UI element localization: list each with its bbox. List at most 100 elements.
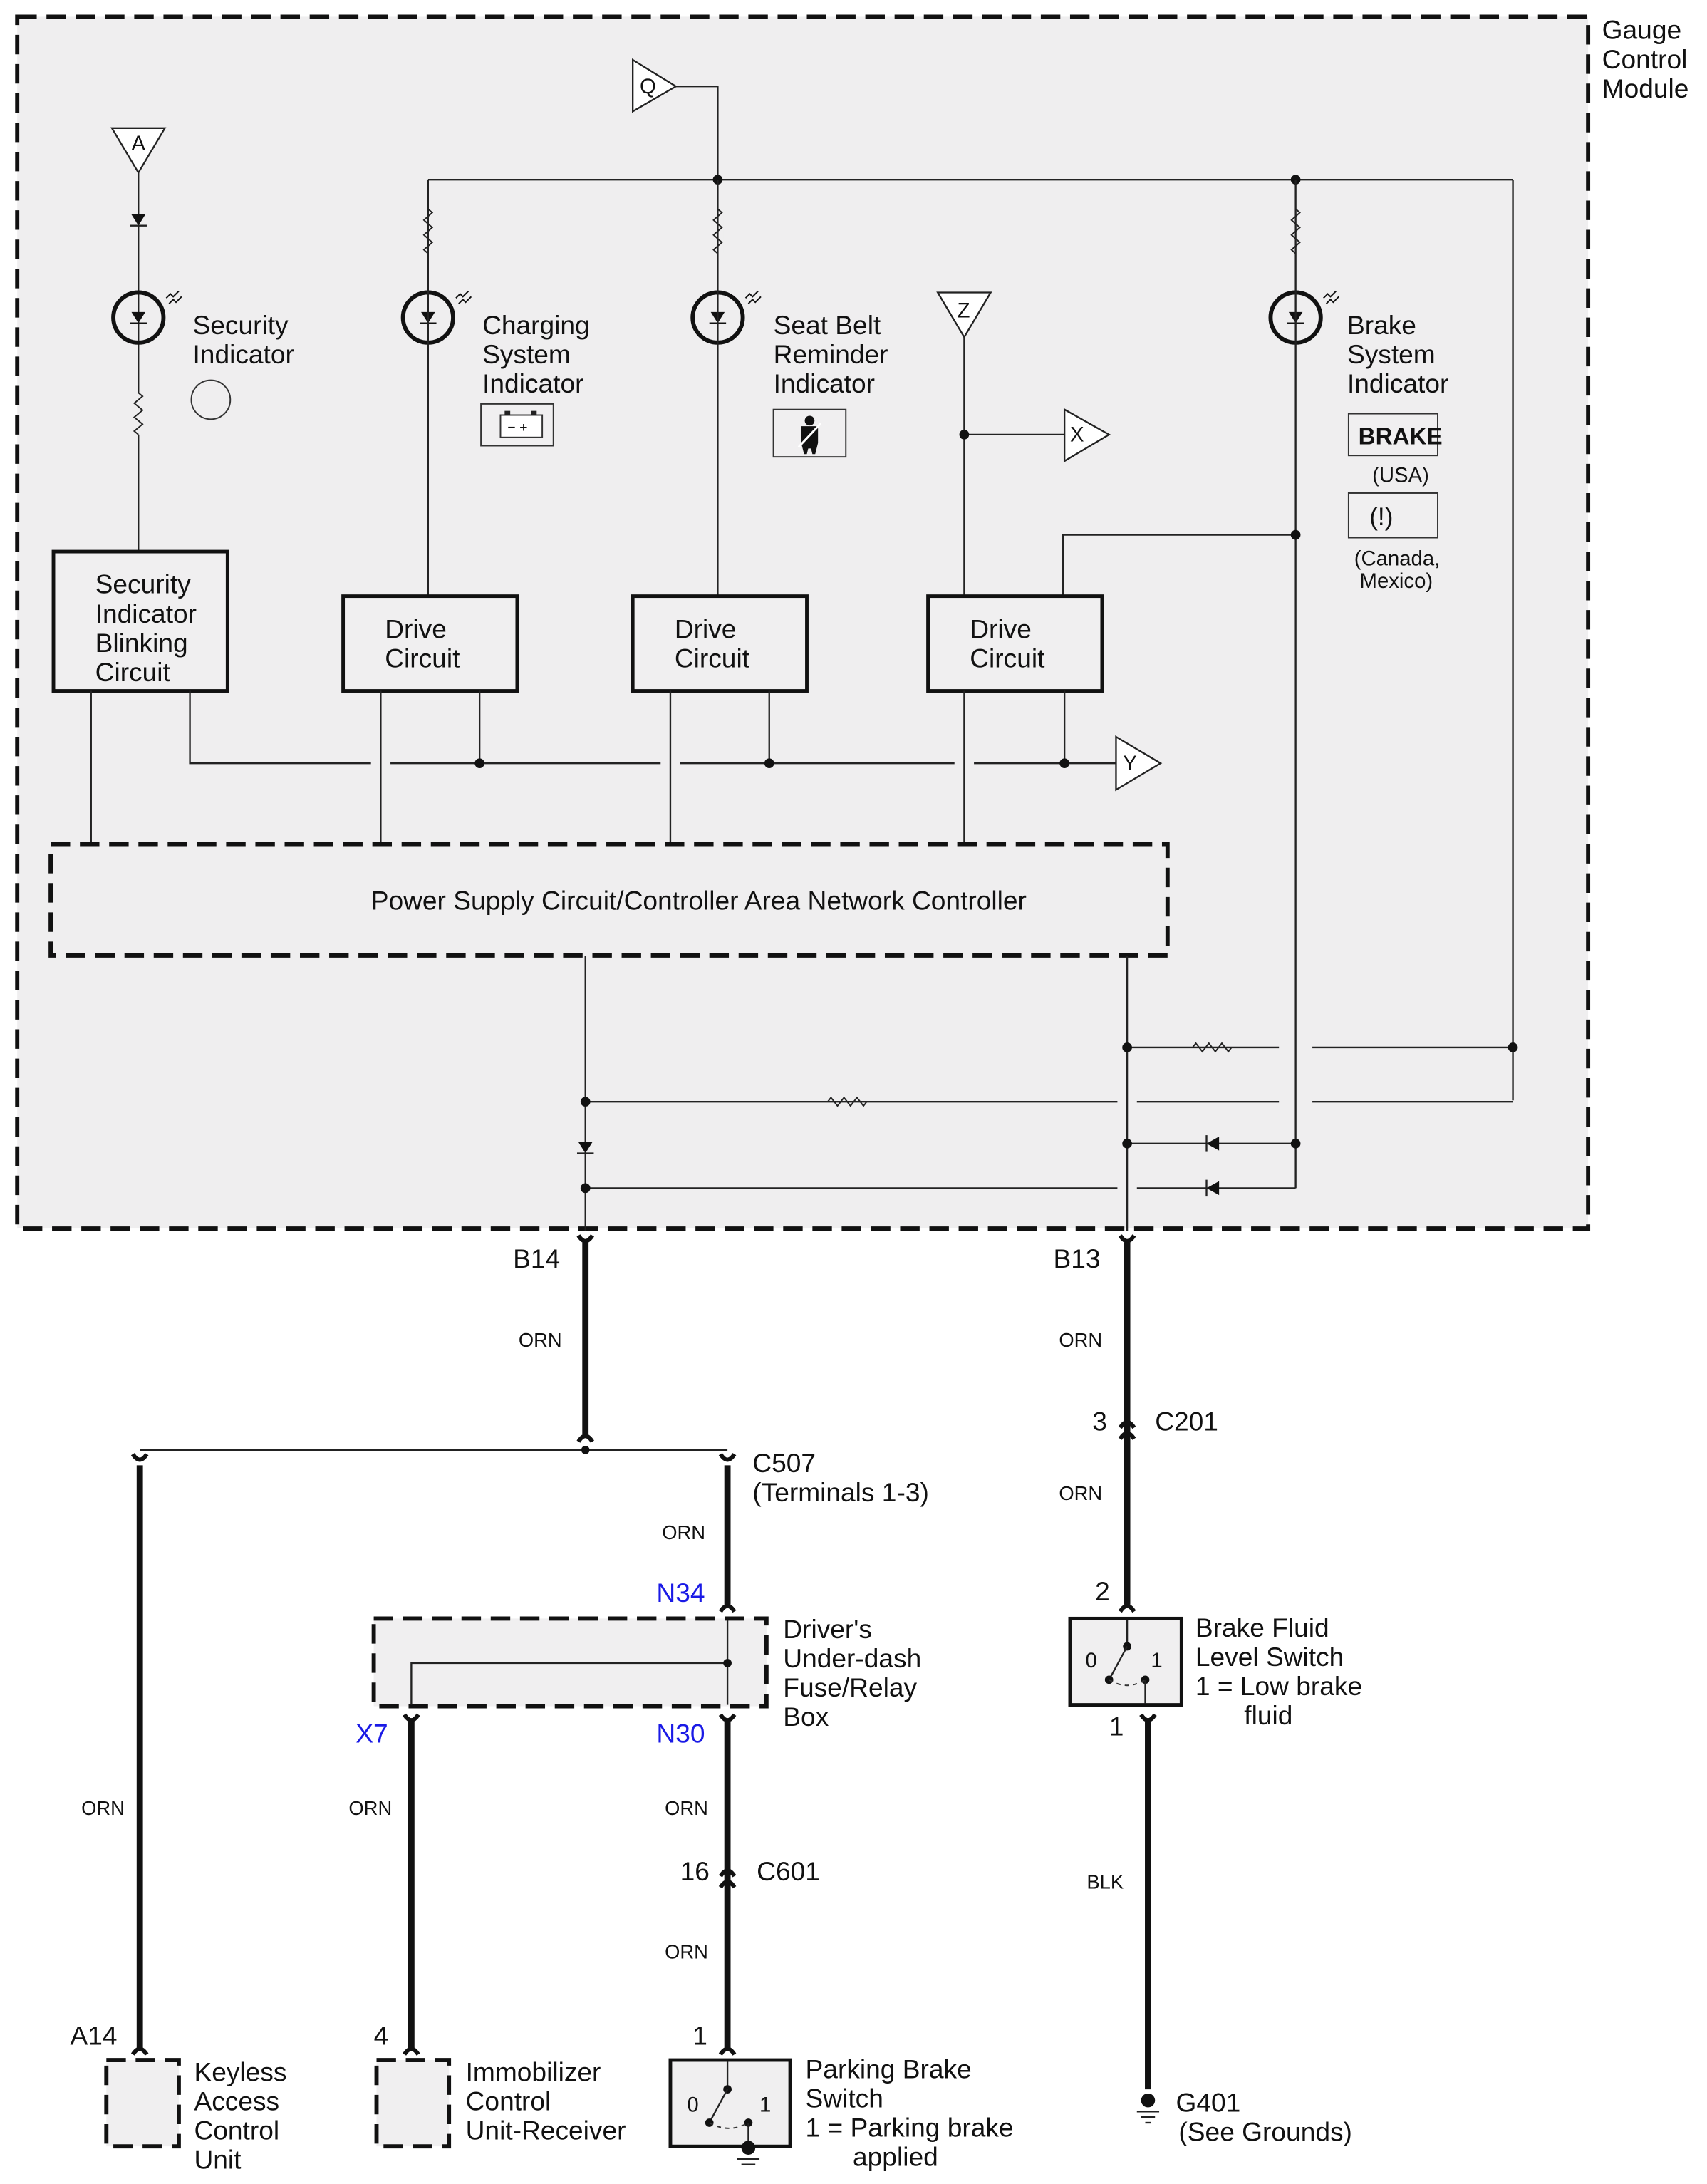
svg-text:Parking Brake: Parking Brake	[806, 2054, 972, 2084]
terminal-n30: N30	[656, 1718, 705, 1748]
c601-pin: 16	[680, 1856, 710, 1886]
parking-brake-switch[interactable]: 0 1	[668, 2058, 792, 2165]
connector-terminal-icon	[718, 1453, 737, 1462]
connector-terminal-icon	[576, 1434, 594, 1443]
module-title-line-2: Control	[1602, 44, 1688, 74]
keyless-access-control-unit[interactable]	[104, 2058, 181, 2149]
security-indicator-label-1: Security	[192, 310, 289, 340]
svg-text:0: 0	[1085, 1649, 1096, 1672]
svg-text:Drive: Drive	[675, 614, 737, 643]
power-supply-can-controller: Power Supply Circuit/Controller Area Net…	[48, 842, 1170, 958]
svg-text:0: 0	[687, 2093, 698, 2116]
wire-color-c201: ORN	[1059, 1482, 1102, 1504]
ground-g401: G401	[1176, 2087, 1241, 2117]
connector-terminal-icon	[130, 1453, 149, 1462]
wire-color-b13: ORN	[1059, 1329, 1102, 1351]
ground-note: (See Grounds)	[1178, 2116, 1352, 2146]
drive-circuit-charging: Drive Circuit	[341, 594, 519, 693]
diode-icon	[1206, 1181, 1220, 1196]
svg-text:Circuit: Circuit	[970, 643, 1045, 673]
diode-icon	[578, 1142, 593, 1154]
fuse-box-label-2: Under-dash	[783, 1643, 921, 1673]
wire-color-n30-c601: ORN	[665, 1797, 708, 1819]
wire-color-keyless: ORN	[81, 1797, 125, 1819]
module-title-line-3: Module	[1602, 73, 1689, 103]
terminal-a14: A14	[70, 2021, 117, 2051]
wire-color-ground: BLK	[1086, 1871, 1124, 1893]
brake-usa-text: BRAKE	[1359, 424, 1443, 450]
module-title-line-1: Gauge	[1602, 15, 1681, 45]
connector-terminal-icon	[718, 1603, 737, 1613]
battery-icon: − +	[480, 403, 554, 447]
svg-text:Unit-Receiver: Unit-Receiver	[466, 2115, 626, 2145]
charging-indicator-label-3: Indicator	[482, 368, 583, 398]
brake-usa-icon: BRAKE	[1347, 413, 1443, 457]
ground-icon	[1136, 2093, 1160, 2124]
svg-text:1: 1	[759, 2093, 771, 2116]
terminal-b14: B14	[513, 1243, 560, 1273]
immobilizer-control-unit-receiver[interactable]	[374, 2058, 452, 2149]
connector-z[interactable]: Z	[936, 291, 992, 339]
wire-color-b14: ORN	[519, 1329, 562, 1351]
svg-text:Access: Access	[194, 2086, 279, 2116]
brake-indicator-label-1: Brake	[1347, 310, 1416, 340]
brake-fluid-label-4: fluid	[1244, 1700, 1292, 1730]
c201-pin: 3	[1092, 1406, 1107, 1436]
connector-terminal-icon	[1118, 1603, 1136, 1613]
wire-color-c601-pbs: ORN	[665, 1940, 708, 1962]
terminal-immobilizer-pin: 4	[374, 2021, 389, 2051]
connector-a[interactable]: A	[110, 127, 167, 175]
terminal-parking-brake-pin: 1	[692, 2021, 707, 2051]
connector-x[interactable]: X	[1063, 408, 1111, 463]
svg-text:Control: Control	[194, 2115, 279, 2145]
connector-terminal-icon	[1139, 1713, 1157, 1722]
charging-indicator-label-2: System	[482, 339, 571, 369]
junction-dot	[764, 758, 774, 769]
junction-dot	[1290, 529, 1301, 540]
brake-fluid-level-switch[interactable]: 0 1	[1068, 1616, 1183, 1707]
fuse-relay-box	[371, 1616, 769, 1709]
wire-q-to-bus	[675, 86, 719, 180]
connector-q[interactable]: Q	[632, 58, 678, 113]
fuse-box-label-1: Driver's	[783, 1614, 872, 1644]
resistor-icon	[133, 392, 145, 435]
svg-text:Unit: Unit	[194, 2144, 242, 2174]
fuse-box-label-4: Box	[783, 1702, 829, 1732]
brake-fluid-label-2: Level Switch	[1195, 1642, 1344, 1672]
led-indicator-icon	[111, 290, 182, 345]
brake-canada-text: (!)	[1369, 503, 1393, 531]
seatbelt-indicator-label-3: Indicator	[774, 368, 875, 398]
brake-fluid-label-3: 1 = Low brake	[1195, 1671, 1362, 1701]
svg-text:Drive: Drive	[970, 614, 1032, 643]
connector-z-label: Z	[958, 299, 970, 323]
controller-label: Power Supply Circuit/Controller Area Net…	[371, 885, 1027, 915]
blinking-label-3: Blinking	[95, 628, 188, 658]
brake-usa-note: (USA)	[1372, 463, 1429, 487]
connector-y[interactable]: Y	[1115, 735, 1163, 792]
terminal-c507: C507	[752, 1448, 816, 1478]
connector-a-label: A	[131, 132, 145, 155]
drive-circuit-brake: Drive Circuit	[926, 594, 1104, 693]
brake-fluid-label-1: Brake Fluid	[1195, 1613, 1329, 1642]
connector-terminal-icon	[718, 2046, 737, 2056]
security-indicator-lamp-icon	[190, 379, 232, 420]
terminal-c507-note: (Terminals 1-3)	[752, 1477, 929, 1507]
connector-x-label: X	[1070, 423, 1084, 447]
y-bus	[189, 690, 371, 765]
drive-circuit-seatbelt: Drive Circuit	[631, 594, 809, 693]
connector-c601: C601	[757, 1856, 820, 1886]
brake-canada-note-1: (Canada,	[1354, 547, 1441, 571]
svg-text:1: 1	[1151, 1649, 1162, 1672]
brake-fluid-pin-1: 1	[1109, 1712, 1124, 1741]
connector-terminal-icon	[130, 2046, 149, 2056]
svg-text:Control: Control	[466, 2086, 551, 2116]
seatbelt-icon	[772, 408, 847, 458]
svg-text:Drive: Drive	[385, 614, 447, 643]
junction-dot	[1290, 175, 1301, 185]
brake-indicator-label-3: Indicator	[1347, 368, 1448, 398]
diode-icon	[131, 214, 146, 226]
terminal-x7: X7	[356, 1718, 388, 1748]
junction-dot	[712, 175, 723, 185]
terminal-b13: B13	[1054, 1243, 1101, 1273]
